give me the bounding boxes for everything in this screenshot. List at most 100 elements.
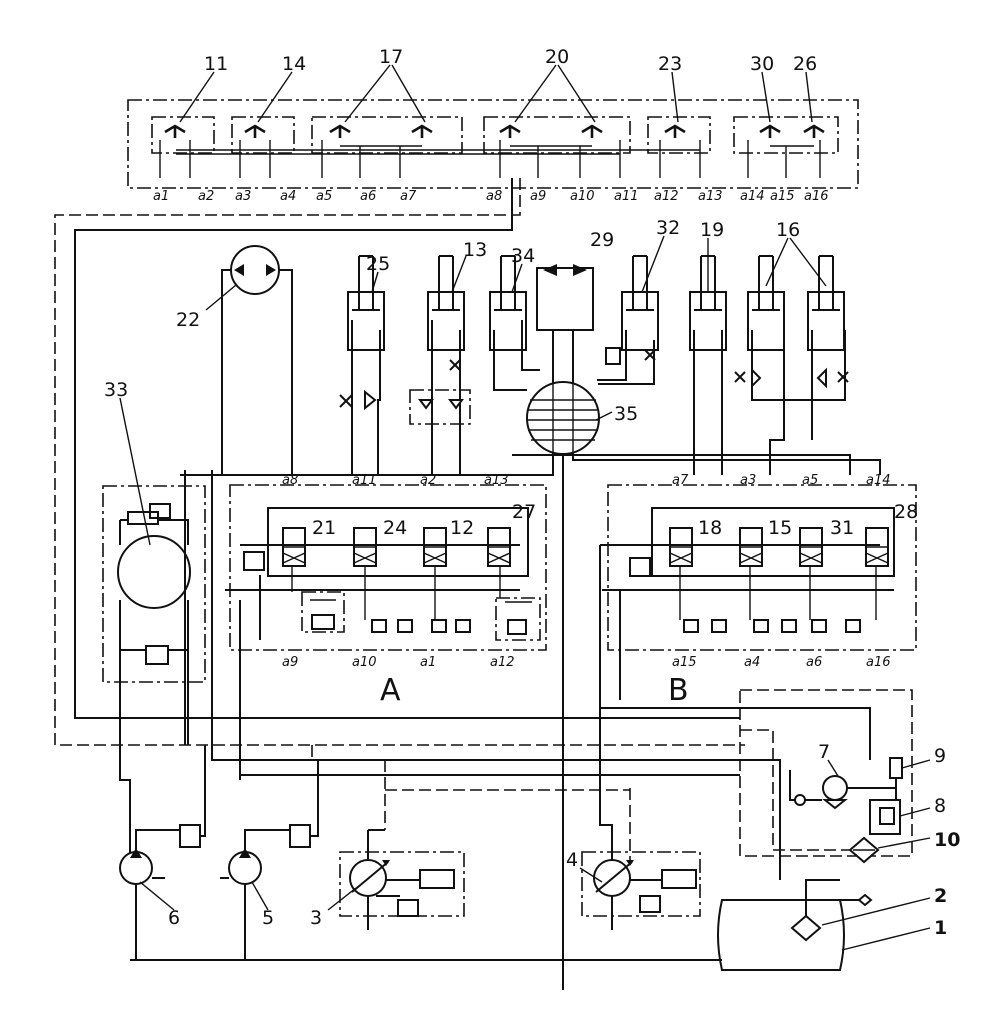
pilot-valve-30: [759, 124, 781, 138]
pilot-lines: [54, 178, 745, 746]
component-33: [102, 485, 206, 860]
pilot-valve-14: [244, 124, 266, 138]
mfa-port-a11: a11: [352, 473, 377, 488]
manifold-b-frame: [607, 484, 917, 651]
callout-20: 20: [545, 46, 569, 68]
pump-circuit: [119, 470, 913, 971]
callout-26: 26: [793, 53, 817, 75]
callout-6: 6: [168, 907, 180, 929]
pilot-valve-box-20: [483, 116, 631, 154]
component-33-frame: [102, 485, 206, 683]
mfa-port-a1: a1: [420, 655, 436, 670]
rotary-motor-33: [117, 535, 191, 609]
mfb-port-a14: a14: [866, 473, 891, 488]
callout-4: 4: [566, 849, 578, 871]
callout-labels: 11 14 17 20 23 30 26 25 13 34 29 32 19 1…: [104, 46, 960, 939]
throttle-check-valves: [339, 347, 849, 425]
pilot-valve-box-14: [231, 116, 295, 154]
callout-1: 1: [934, 917, 947, 939]
callout-13: 13: [463, 239, 487, 261]
mfa-port-a8: a8: [282, 473, 298, 488]
callout-14: 14: [282, 53, 306, 75]
pilot-valve-17b: [411, 124, 433, 138]
cylinder-32: [621, 291, 659, 351]
mfb-port-a15: a15: [672, 655, 697, 670]
pilot-valve-11: [164, 124, 186, 138]
port-label-a14: a14: [740, 189, 765, 204]
port-label-a13: a13: [698, 189, 723, 204]
leader-lines: [119, 64, 931, 951]
valve-8: [879, 807, 895, 825]
callout-30: 30: [750, 53, 774, 75]
callout-9: 9: [934, 745, 946, 767]
mfb-port-a3: a3: [740, 473, 756, 488]
port-label-a9: a9: [530, 189, 546, 204]
pressure-gauge-7: [822, 775, 848, 801]
pilot-valve-box-23: [647, 116, 711, 154]
actuators: [221, 245, 845, 475]
swivel-joint-35: [526, 381, 600, 455]
mfb-port-a7: a7: [672, 473, 689, 488]
port-label-a1: a1: [153, 189, 169, 204]
callout-22: 22: [176, 309, 200, 331]
accumulator-9: [889, 757, 903, 779]
callout-21: 21: [312, 517, 336, 539]
relief-valve-a: [243, 551, 265, 571]
relief-valve-5: [289, 824, 311, 848]
pilot-valve-26: [803, 124, 825, 138]
callout-24: 24: [383, 517, 407, 539]
port-label-a3: a3: [235, 189, 251, 204]
callout-10: 10: [934, 829, 960, 851]
mfb-port-a6: a6: [806, 655, 822, 670]
mfa-port-a13: a13: [484, 473, 509, 488]
port-label-a4: a4: [280, 189, 296, 204]
callout-17: 17: [379, 46, 403, 68]
mfa-port-a12: a12: [490, 655, 515, 670]
callout-8: 8: [934, 795, 946, 817]
port-label-a12: a12: [654, 189, 679, 204]
relief-valve-b: [629, 557, 651, 577]
panel-port-labels: a1 a2 a3 a4 a5 a6 a7 a8 a9 a10 a11 a12 a…: [153, 189, 829, 204]
callout-28: 28: [894, 501, 918, 523]
callout-23: 23: [658, 53, 682, 75]
mfb-port-a16: a16: [866, 655, 891, 670]
cylinder-13: [427, 291, 465, 351]
control-panel: a1 a2 a3 a4 a5 a6 a7 a8 a9 a10 a11 a12 a…: [127, 99, 859, 204]
callout-33: 33: [104, 379, 128, 401]
callout-7: 7: [818, 741, 830, 763]
pilot-valve-17a: [329, 124, 351, 138]
manifold-a: [225, 484, 547, 651]
pilot-valve-20a: [499, 124, 521, 138]
cylinder-19: [689, 291, 727, 351]
mfb-port-a5: a5: [802, 473, 818, 488]
cylinder-16a: [747, 291, 785, 351]
cylinder-16b: [807, 291, 845, 351]
pilot-valve-23: [664, 124, 686, 138]
callout-29: 29: [590, 229, 614, 251]
pilot-line-inner: [74, 178, 740, 719]
port-label-a7: a7: [400, 189, 417, 204]
cylinder-34: [489, 291, 527, 351]
manifold-port-labels: a8 a11 a2 a13 a9 a10 a1 a12 a7 a3 a5 a14…: [282, 473, 891, 670]
callout-15: 15: [768, 517, 792, 539]
callout-32: 32: [656, 217, 680, 239]
port-label-a15: a15: [770, 189, 795, 204]
mfa-port-a2: a2: [420, 473, 436, 488]
relief-valve-6: [179, 824, 201, 848]
callout-3: 3: [310, 907, 322, 929]
callout-31: 31: [830, 517, 854, 539]
callout-35: 35: [614, 403, 638, 425]
mfa-port-a10: a10: [352, 655, 377, 670]
port-label-a10: a10: [570, 189, 595, 204]
callout-34: 34: [511, 245, 535, 267]
tank-1: [717, 899, 845, 971]
pilot-valve-box-30-26: [733, 116, 839, 154]
callout-5: 5: [262, 907, 274, 929]
pump-4-frame: [581, 851, 701, 917]
pilot-valve-box-17: [311, 116, 463, 154]
callout-2: 2: [934, 885, 947, 907]
filter-cooler-frame: [739, 689, 913, 857]
callout-25: 25: [366, 253, 390, 275]
